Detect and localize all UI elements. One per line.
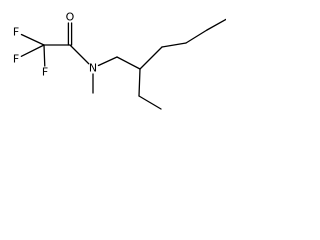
atom-label-f3: F xyxy=(42,66,48,79)
bond-c3-c4 xyxy=(116,56,141,70)
bond-c4-c5 xyxy=(138,68,141,97)
bond-c9-c10 xyxy=(206,18,226,31)
bond-f3-c1 xyxy=(43,44,46,67)
structure-diagram: F F F O N xyxy=(0,0,226,129)
molecule-structure: F F F O N xyxy=(13,11,226,110)
bond-c2-n1 xyxy=(69,44,90,65)
bond-f1-c1 xyxy=(20,33,45,46)
bond-c7-c8 xyxy=(161,42,187,48)
atom-label-o1: O xyxy=(66,11,75,24)
atom-label-f2: F xyxy=(13,53,19,66)
bond-c8-c9 xyxy=(185,29,208,44)
bond-c4-c7 xyxy=(139,46,163,70)
atom-label-n1: N xyxy=(89,62,97,75)
bond-c5-c6 xyxy=(138,95,162,110)
bond-f2-c1 xyxy=(20,44,45,57)
atom-label-f1: F xyxy=(13,26,19,39)
bond-n1-c3 xyxy=(97,56,118,67)
